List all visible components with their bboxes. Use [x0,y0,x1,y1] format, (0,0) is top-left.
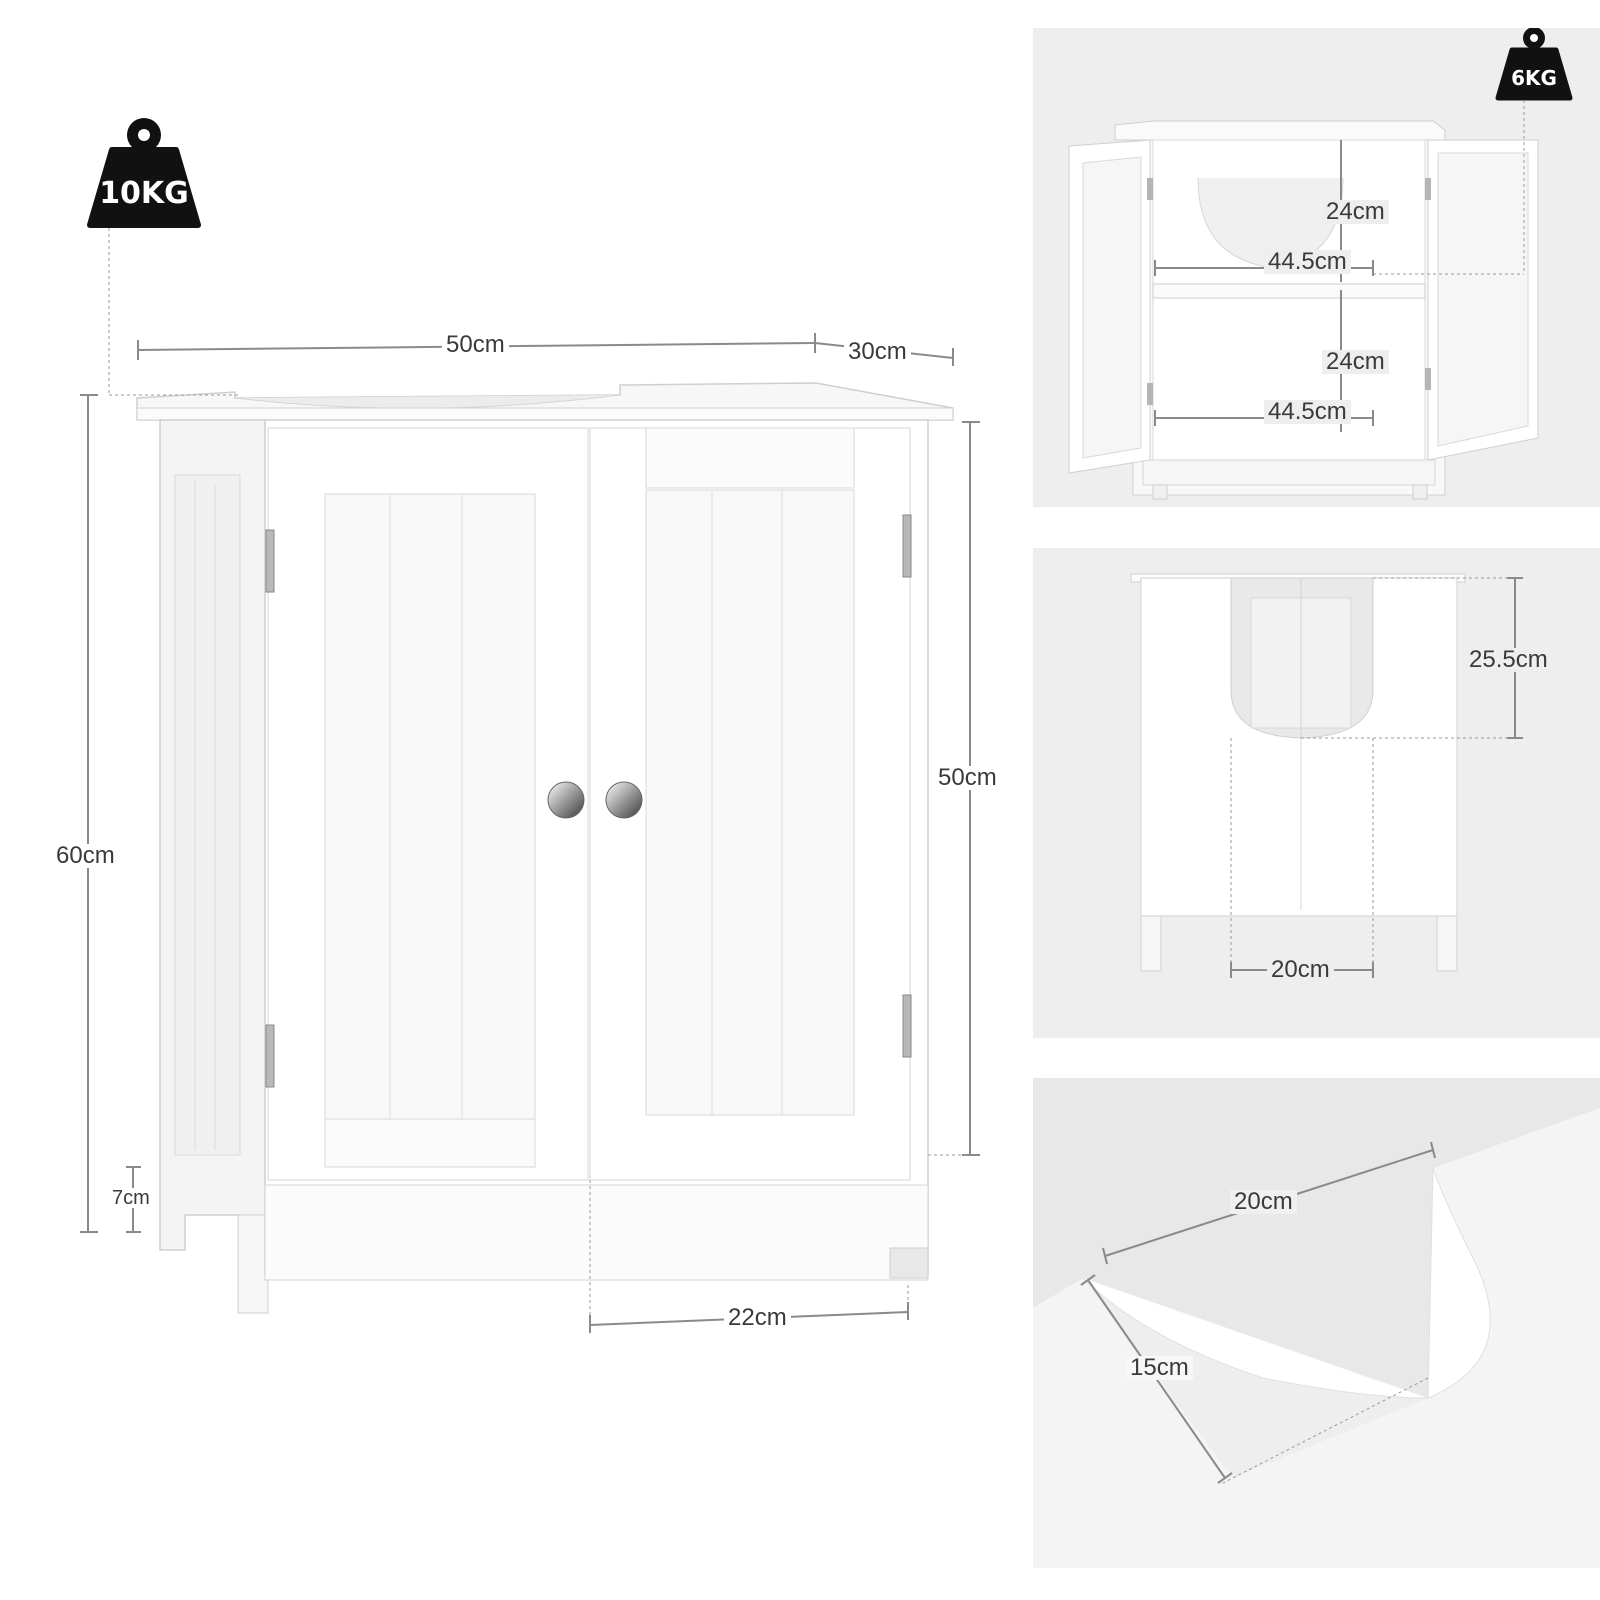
upper-width-label: 44.5cm [1264,250,1351,274]
weight-label: 6KG [1511,66,1557,90]
weight-icon [1495,28,1573,101]
left-door [267,427,589,1181]
hinge [902,994,912,1058]
lower-width-label: 44.5cm [1264,400,1351,424]
cabinet-top [136,382,954,421]
cutout-width-label: 20cm [1267,958,1334,982]
height-dimension-line [80,394,98,1233]
right-door [589,427,911,1181]
cutout-detail-drawing [1033,1078,1600,1568]
cabinet-side [159,419,269,1314]
cutout-detail-depth-label: 15cm [1126,1356,1193,1380]
depth-label: 30cm [844,340,911,364]
cutout-height-label: 25.5cm [1465,648,1552,672]
interior-drawing [1068,28,1573,500]
cutout-detail-width-label: 20cm [1230,1190,1297,1214]
upper-height-label: 24cm [1322,200,1389,224]
cabinet-drawing [80,118,980,1333]
height-label: 60cm [52,844,119,868]
lower-height-label: 24cm [1322,350,1389,374]
right-door-knob [605,781,643,819]
hinge [902,514,912,578]
weight-icon [87,118,201,228]
main-cabinet-view: 10KG 50cm 30cm 60cm 50cm 7cm 22cm [52,118,1001,1333]
weight-label: 10KG [99,176,189,211]
hinge [265,529,275,593]
foot-height-label: 7cm [108,1188,154,1208]
left-door-knob [547,781,585,819]
inner-height-label: 50cm [934,766,1001,790]
back-view-drawing [1130,573,1523,978]
door-width-label: 22cm [724,1306,791,1330]
hinge [265,1024,275,1088]
cutout-detail-panel: 20cm 15cm [1033,1078,1600,1568]
interior-view-panel: 6KG 24cm 44.5cm 24cm 44.5cm [1033,28,1600,507]
back-view-panel: 25.5cm 20cm [1033,548,1600,1038]
width-label: 50cm [442,333,509,357]
